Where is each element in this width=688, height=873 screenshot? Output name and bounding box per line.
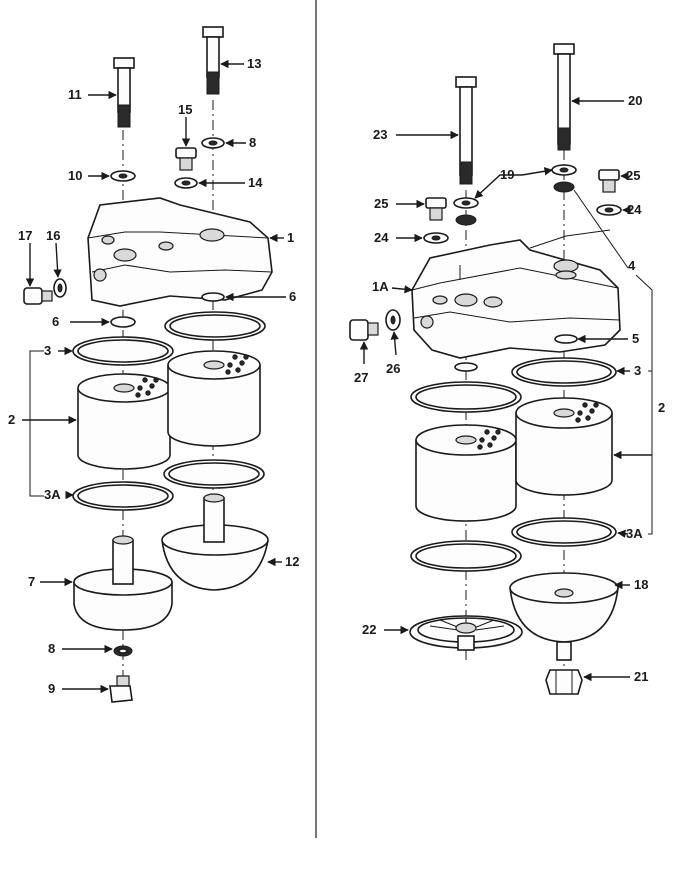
callout-15: 15	[178, 102, 192, 117]
plug-27	[349, 319, 379, 341]
callout-3: 3	[44, 343, 51, 358]
o-ring-6-left	[110, 316, 136, 328]
plug-17	[23, 287, 53, 305]
callout-11: 11	[68, 87, 82, 102]
plug-15	[175, 147, 197, 171]
callout-16: 16	[46, 228, 60, 243]
callout-3a: 3A	[44, 487, 61, 502]
nut-21	[545, 669, 583, 695]
o-ring-5-right	[554, 334, 578, 344]
bolt-11	[113, 57, 135, 128]
callout-3a-right: 3A	[626, 526, 643, 541]
callout-20: 20	[628, 93, 642, 108]
filter-element-right-view-left	[415, 424, 517, 522]
bowl-7	[73, 535, 173, 631]
bowl-12	[161, 493, 269, 591]
plug-25-left	[425, 197, 447, 221]
filter-element-right-view-right	[515, 397, 613, 496]
plug-25-right	[598, 169, 620, 193]
o-ring-5-left	[454, 362, 478, 372]
right-view: 20 23 19 25 25 24 24 4 1A 5 27 26	[349, 43, 665, 695]
o-ring-6-right	[201, 292, 225, 302]
callout-27: 27	[354, 370, 368, 385]
filter-head-1a	[411, 239, 621, 359]
callout-8-bottom: 8	[48, 641, 55, 656]
filter-element-left	[77, 373, 171, 470]
callout-17: 17	[18, 228, 32, 243]
filter-element-right	[167, 350, 261, 447]
callout-9: 9	[48, 681, 55, 696]
callout-25-left: 25	[374, 196, 388, 211]
callout-21: 21	[634, 669, 648, 684]
callout-7: 7	[28, 574, 35, 589]
callout-22: 22	[362, 622, 376, 637]
right-callouts: 20 23 19 25 25 24 24 4 1A 5 27 26	[354, 93, 665, 684]
callout-5: 5	[632, 331, 639, 346]
callout-6-left: 6	[52, 314, 59, 329]
bolt-23	[455, 76, 477, 185]
bolt-20	[553, 43, 575, 151]
callout-10: 10	[68, 168, 82, 183]
callout-1: 1	[287, 230, 294, 245]
callout-23: 23	[373, 127, 387, 142]
callout-2: 2	[8, 412, 15, 427]
callout-19: 19	[500, 167, 514, 182]
callout-24-left: 24	[374, 230, 389, 245]
left-view: 11 13 15 8 10 14 17 16 1 6 6 3 2	[8, 26, 299, 703]
callout-14: 14	[248, 175, 263, 190]
callout-13: 13	[247, 56, 261, 71]
left-callouts: 11 13 15 8 10 14 17 16 1 6 6 3 2	[8, 56, 299, 696]
drain-plug-9	[109, 675, 133, 703]
callout-26: 26	[386, 361, 400, 376]
callout-6-right: 6	[289, 289, 296, 304]
callout-4: 4	[628, 258, 636, 273]
cover-22	[409, 615, 523, 651]
callout-3-right: 3	[634, 363, 641, 378]
callout-24-right: 24	[627, 202, 642, 217]
callout-25-right: 25	[626, 168, 640, 183]
callout-12: 12	[285, 554, 299, 569]
callout-1a: 1A	[372, 279, 389, 294]
callout-18: 18	[634, 577, 648, 592]
filter-head-1	[87, 197, 273, 307]
callout-2-right: 2	[658, 400, 665, 415]
bolt-13	[202, 26, 224, 95]
bowl-18	[509, 572, 619, 661]
callout-8-top: 8	[249, 135, 256, 150]
